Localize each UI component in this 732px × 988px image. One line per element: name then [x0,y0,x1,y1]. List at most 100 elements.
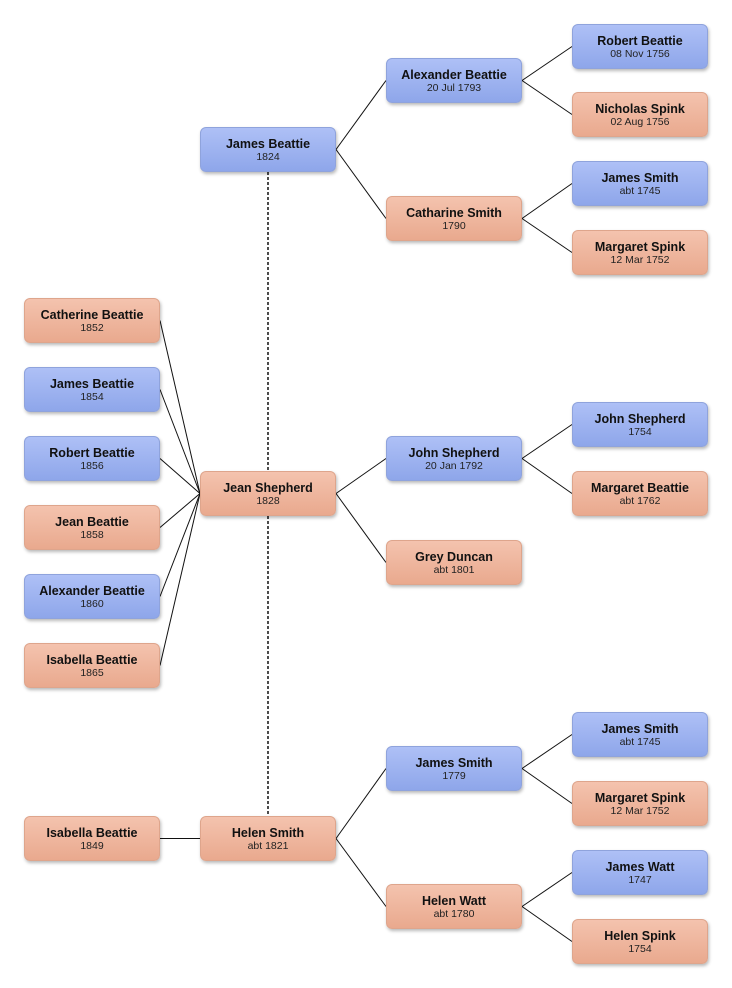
person-name: John Shepherd [408,446,500,460]
person-box-james-beattie-1854[interactable]: James Beattie 1854 [24,367,160,412]
person-date: 1865 [80,667,104,679]
person-name: Isabella Beattie [46,653,138,667]
person-box-grey-duncan-1801[interactable]: Grey Duncan abt 1801 [386,540,522,585]
person-date: 12 Mar 1752 [610,254,670,266]
person-name: Margaret Beattie [591,481,689,495]
person-name: Helen Watt [421,894,487,908]
person-date: 1779 [442,770,466,782]
person-date: 1824 [256,151,280,163]
child-connector [159,320,201,494]
person-box-catharine-smith-1790[interactable]: Catharine Smith 1790 [386,196,522,241]
parent-connector [335,80,387,150]
parent-connector [521,906,573,942]
parent-connector [521,458,573,494]
person-box-helen-spink-1754[interactable]: Helen Spink 1754 [572,919,708,964]
person-date: abt 1745 [619,185,661,197]
person-box-margaret-spink-1752-b[interactable]: Margaret Spink 12 Mar 1752 [572,781,708,826]
person-date: 1754 [628,426,652,438]
person-box-james-beattie-1824[interactable]: James Beattie 1824 [200,127,336,172]
person-date: 20 Jul 1793 [426,82,482,94]
child-connector [159,493,201,528]
person-name: Nicholas Spink [595,102,685,116]
person-date: abt 1801 [433,564,475,576]
child-connector [159,458,201,494]
person-name: Margaret Spink [594,240,686,254]
person-box-james-smith-1745-b[interactable]: James Smith abt 1745 [572,712,708,757]
person-name: Catherine Beattie [40,308,144,322]
person-name: Alexander Beattie [401,68,507,82]
person-name: Jean Shepherd [223,481,313,495]
person-box-jean-beattie-1858[interactable]: Jean Beattie 1858 [24,505,160,550]
person-date: 1856 [80,460,104,472]
person-name: James Beattie [49,377,135,391]
person-box-james-watt-1747[interactable]: James Watt 1747 [572,850,708,895]
person-date: 1747 [628,874,652,886]
parent-connector [521,734,573,769]
person-date: abt 1780 [433,908,475,920]
person-date: 1854 [80,391,104,403]
parent-connector [521,46,573,81]
person-box-margaret-beattie-1762[interactable]: Margaret Beattie abt 1762 [572,471,708,516]
person-date: 1849 [80,840,104,852]
person-box-isabella-beattie-1865[interactable]: Isabella Beattie 1865 [24,643,160,688]
person-date: 12 Mar 1752 [610,805,670,817]
person-box-alexander-beattie-1793[interactable]: Alexander Beattie 20 Jul 1793 [386,58,522,103]
person-name: James Beattie [225,137,311,151]
parent-connector [521,872,573,907]
person-name: Jean Beattie [55,515,129,529]
person-date: 1790 [442,220,466,232]
person-date: 1754 [628,943,652,955]
person-name: Helen Spink [604,929,676,943]
person-name: John Shepherd [594,412,686,426]
person-box-james-smith-1779[interactable]: James Smith 1779 [386,746,522,791]
person-date: 20 Jan 1792 [425,460,483,472]
person-box-helen-watt-1780[interactable]: Helen Watt abt 1780 [386,884,522,929]
person-date: 1852 [80,322,104,334]
person-name: Grey Duncan [415,550,493,564]
person-date: 1860 [80,598,104,610]
person-name: James Smith [415,756,493,770]
person-box-alexander-beattie-1860[interactable]: Alexander Beattie 1860 [24,574,160,619]
parent-connector [521,424,573,459]
person-date: 08 Nov 1756 [610,48,670,60]
parent-connector [521,80,573,115]
person-box-nicholas-spink-1756[interactable]: Nicholas Spink 02 Aug 1756 [572,92,708,137]
person-date: abt 1745 [619,736,661,748]
person-date: abt 1821 [247,840,289,852]
person-name: Robert Beattie [49,446,135,460]
parent-connector [521,768,573,804]
person-name: James Smith [601,171,679,185]
person-date: 1828 [256,495,280,507]
child-connector [159,389,201,494]
person-box-margaret-spink-1752[interactable]: Margaret Spink 12 Mar 1752 [572,230,708,275]
parent-connector [335,768,387,839]
parent-connector [335,838,387,907]
person-box-helen-smith-1821[interactable]: Helen Smith abt 1821 [200,816,336,861]
person-box-isabella-beattie-1849[interactable]: Isabella Beattie 1849 [24,816,160,861]
person-box-robert-beattie-1856[interactable]: Robert Beattie 1856 [24,436,160,481]
person-box-john-shepherd-1792[interactable]: John Shepherd 20 Jan 1792 [386,436,522,481]
person-box-john-shepherd-1754[interactable]: John Shepherd 1754 [572,402,708,447]
person-date: abt 1762 [619,495,661,507]
person-box-catherine-beattie-1852[interactable]: Catherine Beattie 1852 [24,298,160,343]
child-connector [159,493,201,666]
person-box-robert-beattie-1756[interactable]: Robert Beattie 08 Nov 1756 [572,24,708,69]
person-name: Robert Beattie [597,34,683,48]
person-name: Catharine Smith [406,206,502,220]
child-connector [159,493,201,597]
person-box-james-smith-1745[interactable]: James Smith abt 1745 [572,161,708,206]
person-date: 1858 [80,529,104,541]
parent-connector [335,149,387,219]
person-date: 02 Aug 1756 [610,116,670,128]
parent-connector [521,183,573,219]
parent-connector [521,218,573,253]
parent-connector [335,493,387,563]
person-name: James Watt [605,860,675,874]
person-name: Helen Smith [231,826,305,840]
person-name: Margaret Spink [594,791,686,805]
person-name: Isabella Beattie [46,826,138,840]
person-name: Alexander Beattie [39,584,145,598]
person-box-jean-shepherd-1828[interactable]: Jean Shepherd 1828 [200,471,336,516]
